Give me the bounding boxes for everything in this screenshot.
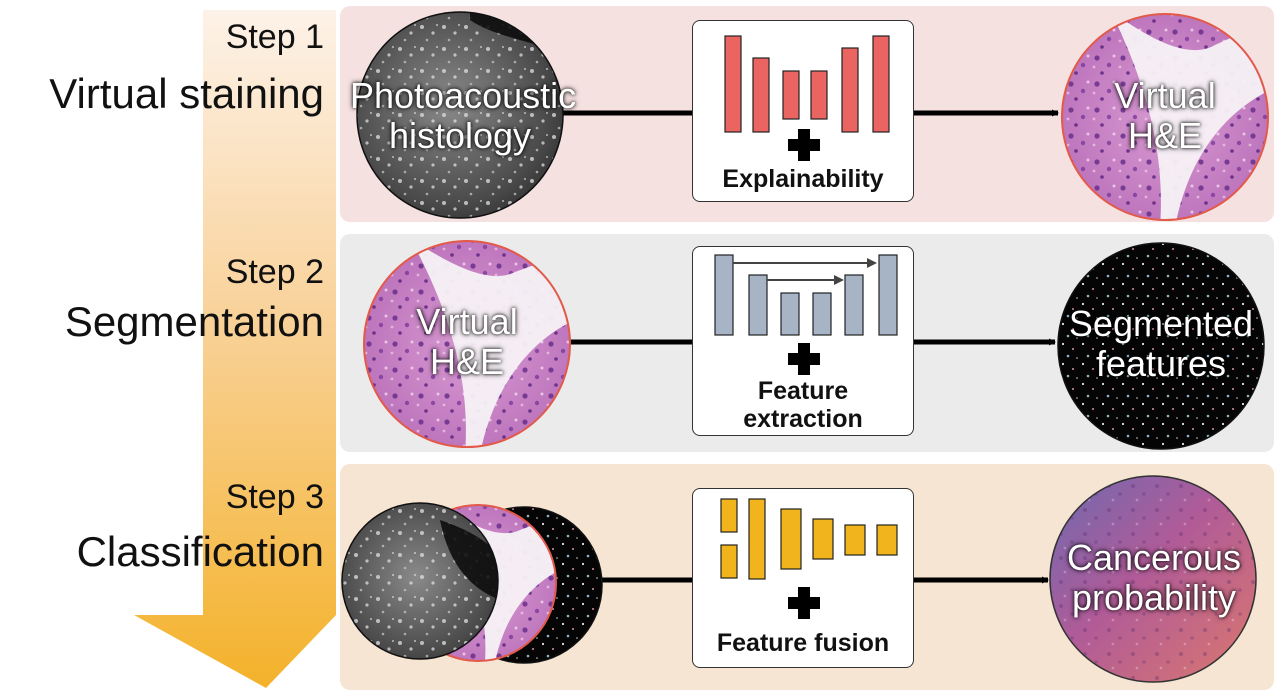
segmented-features-image	[1058, 243, 1264, 449]
photoacoustic-stack-image	[342, 503, 498, 659]
cancerous-probability-image	[1050, 476, 1256, 682]
virtual-staining-model-box: Explainability	[692, 20, 914, 202]
decoder-network-icon	[724, 35, 890, 161]
step2-name: Segmentation	[64, 298, 324, 345]
unet-network-icon	[714, 254, 898, 375]
virtual-he-input-image	[364, 241, 570, 447]
step1-name: Virtual staining	[49, 70, 324, 117]
process-flow-arrow	[134, 10, 336, 688]
feature-fusion-caption: Feature fusion	[716, 629, 890, 657]
virtual-he-output-image	[1062, 14, 1268, 220]
fusion-network-icon	[720, 498, 898, 619]
step2-number: Step 2	[225, 253, 324, 291]
step3-name: Classification	[76, 528, 324, 575]
classification-model-box: Feature fusion	[692, 488, 914, 668]
explainability-caption: Explainability	[722, 165, 884, 193]
connector-arrows	[563, 109, 1060, 584]
step1-number: Step 1	[225, 18, 324, 56]
step3-number: Step 3	[225, 478, 324, 516]
